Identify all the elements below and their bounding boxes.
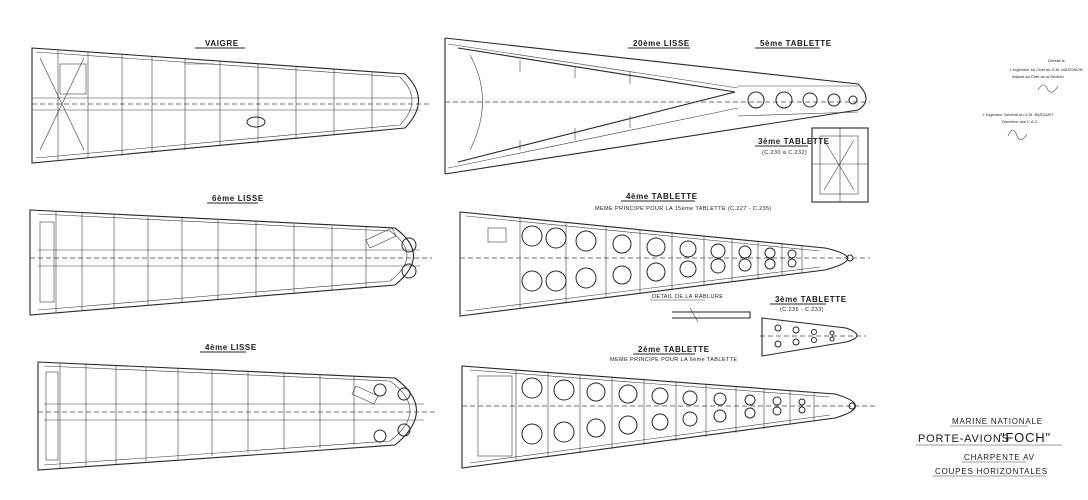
tablette3-range-a: (C.230 à C.232) (762, 150, 807, 156)
cartouche-charpente: CHARPENTE AV (964, 453, 1035, 462)
sig-dresse: Dressé le (1048, 58, 1066, 63)
lisse6-title: 6ème LISSE (212, 194, 264, 203)
tablette2-lightening-holes (521, 377, 856, 445)
lisse6-view: 6ème LISSE (29, 194, 432, 316)
detail-rabluire: DETAIL DE LA RABLURE (650, 294, 751, 323)
sig-ingenieur-chef: L'Ingénieur en Chef du G.M. MATIGNON (1010, 67, 1083, 72)
tablette2-subtitle: MEME PRINCIPE POUR LA 6ème TABLETTE (610, 357, 738, 363)
tablette5-title: 5ème TABLETTE (760, 39, 832, 48)
lisse20-title: 20ème LISSE (633, 39, 690, 48)
detail-rabluire-title: DETAIL DE LA RABLURE (652, 294, 723, 300)
tablette3-view-b: 3ème TABLETTE (C.235 - C.233) (760, 295, 866, 357)
tablette3-view-a: 3ème TABLETTE (C.230 à C.232) (755, 127, 869, 203)
vaigre-title: VAIGRE (205, 39, 239, 48)
signature-mark-1 (1037, 84, 1059, 93)
sig-ingenieur-general: L'Ingénieur Général du G.M. BASQUET (983, 112, 1054, 117)
tablette4-view: 4ème TABLETTE MEME PRINCIPE POUR LA 15èm… (459, 192, 870, 317)
tablette3-range-b: (C.235 - C.233) (780, 307, 824, 313)
cartouche-ship-name: "FOCH" (1000, 430, 1051, 445)
sig-directeur: Directeur des C.A.C. (1002, 119, 1039, 124)
signature-mark-2 (1007, 129, 1028, 140)
sig-adjoint: Adjoint au Chef de la Section (1012, 74, 1064, 79)
tablette2-view: 2ème TABLETTE MEME PRINCIPE POUR LA 6ème… (461, 345, 876, 469)
lisse4-title: 4ème LISSE (205, 343, 257, 352)
tablette4-title: 4ème TABLETTE (626, 192, 698, 201)
lisse20-view: 20ème LISSE 5ème TABLETTE (444, 37, 870, 175)
tablette3-title-b: 3ème TABLETTE (775, 295, 847, 304)
tablette4-subtitle: MEME PRINCIPE POUR LA 15ème TABLETTE (C.… (595, 206, 772, 212)
tablette3-title-a: 3ème TABLETTE (758, 137, 830, 146)
cartouche-marine: MARINE NATIONALE (952, 417, 1043, 426)
tablette2-title: 2ème TABLETTE (638, 345, 710, 354)
lisse4-view: 4ème LISSE (37, 343, 438, 471)
tablette4-lightening-holes (521, 225, 854, 292)
signature-blocks: Dressé le L'Ingénieur en Chef du G.M. MA… (983, 58, 1083, 140)
cartouche-porte-avions: PORTE-AVIONS (918, 433, 1010, 445)
vaigre-view: VAIGRE (31, 39, 432, 164)
title-block: MARINE NATIONALE PORTE-AVIONS "FOCH" CHA… (916, 417, 1062, 477)
cartouche-coupes: COUPES HORIZONTALES (935, 467, 1048, 476)
